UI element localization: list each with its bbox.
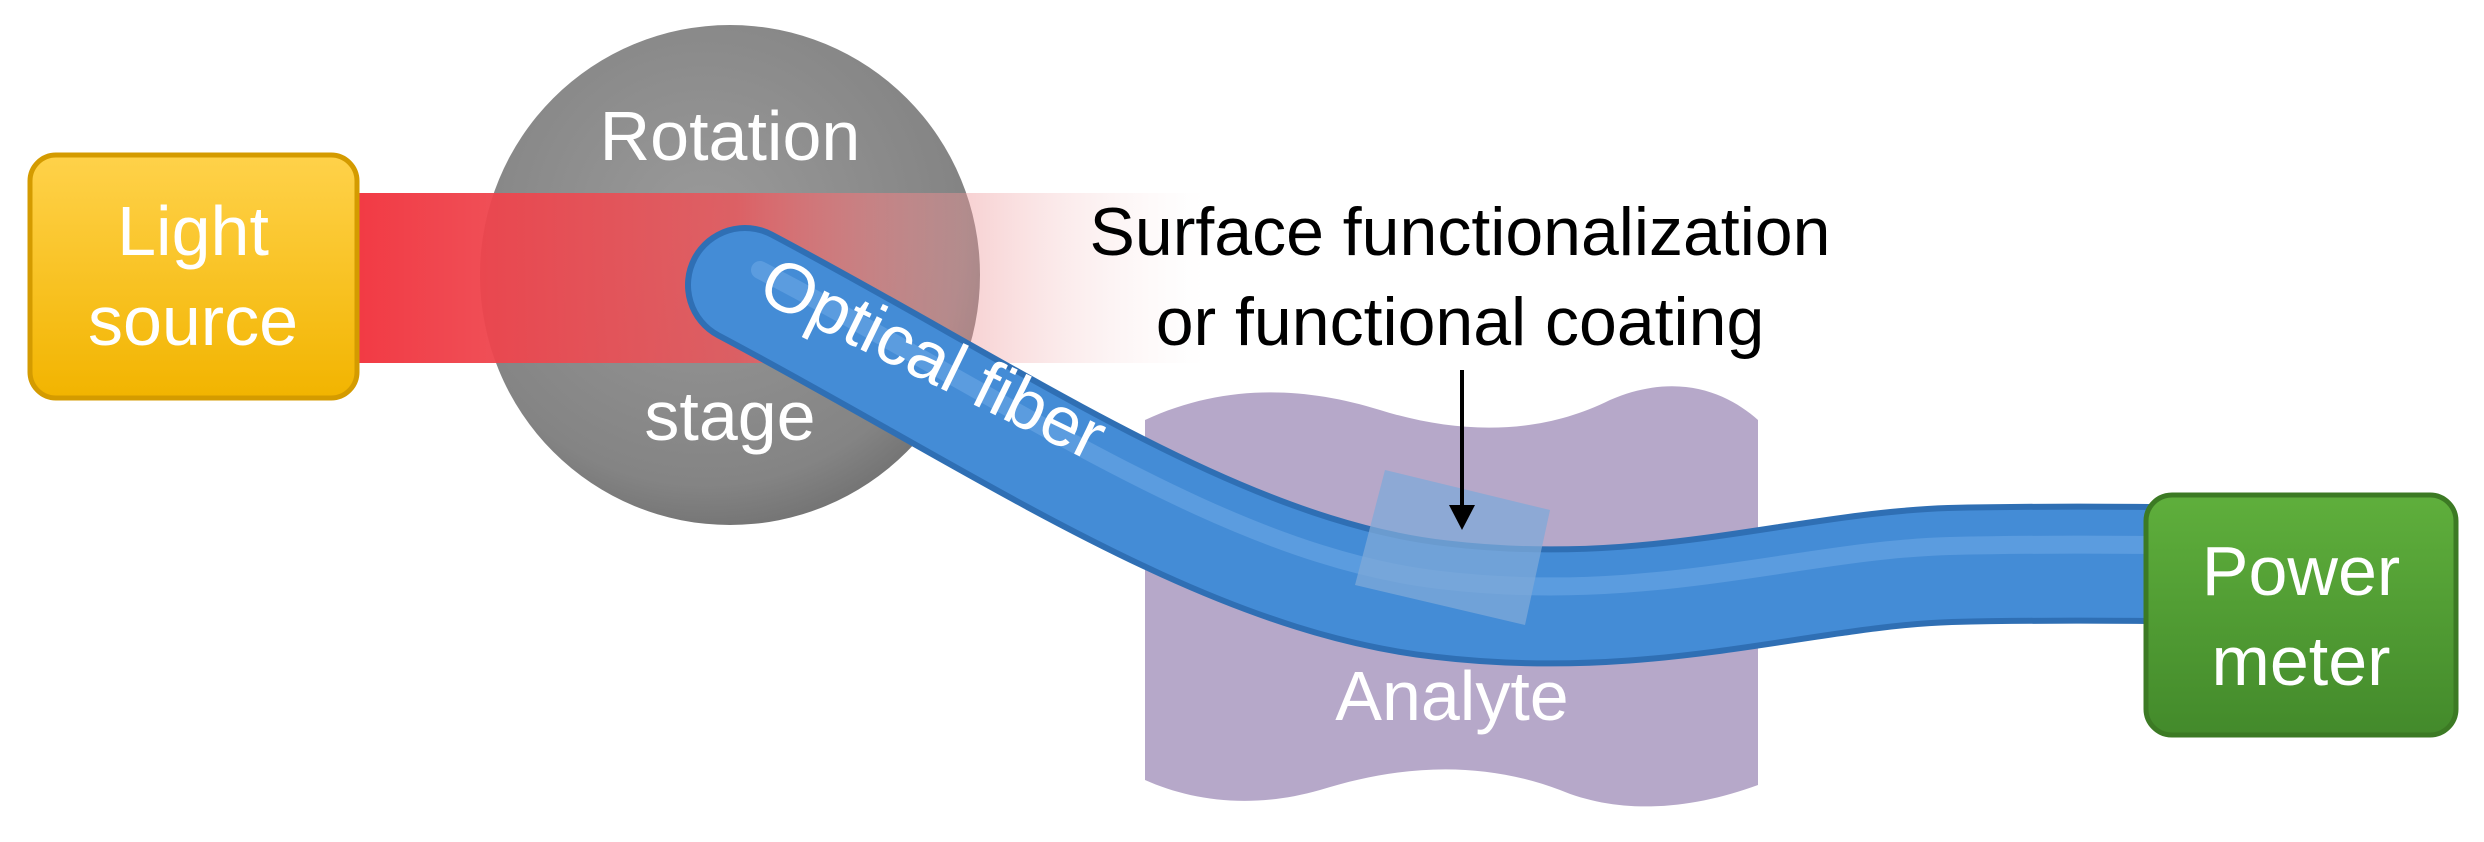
analyte-label: Analyte — [1335, 657, 1568, 735]
rotation-stage-label-top: Rotation — [600, 97, 861, 175]
coating-pointer-arrowhead — [1449, 505, 1475, 530]
power-meter-label-line1: Power — [2202, 532, 2400, 610]
light-source-box — [27, 152, 360, 401]
light-source-label-line1: Light — [117, 192, 269, 270]
power-meter-label-line2: meter — [2212, 622, 2391, 700]
optical-fiber-highlight — [751, 261, 2299, 596]
power-meter-box — [2143, 492, 2459, 738]
coating-patch — [1355, 470, 1550, 625]
coating-label-line2: or functional coating — [1156, 284, 1765, 360]
optical-fiber — [691, 231, 2344, 661]
coating-label-line1: Surface functionalization — [1090, 194, 1831, 270]
light-source-label-line2: source — [88, 282, 298, 360]
rotation-stage-label-bottom: stage — [644, 377, 815, 455]
